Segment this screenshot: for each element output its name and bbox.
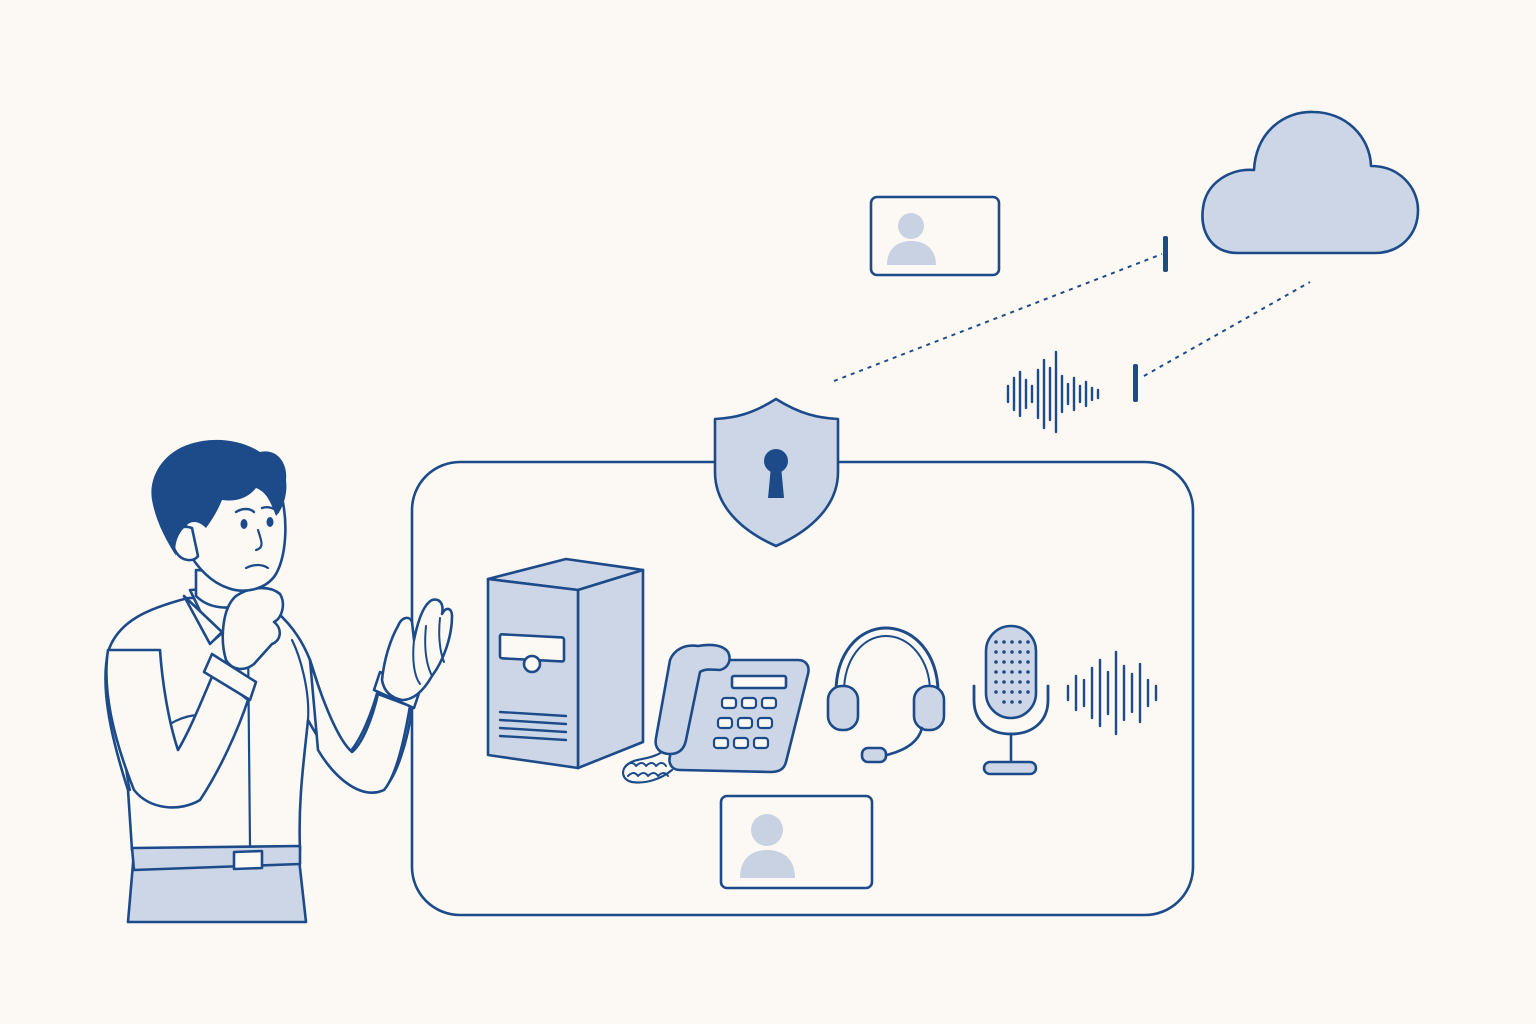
user-card-inside xyxy=(719,794,874,890)
user-avatar-icon xyxy=(887,213,936,265)
cloud-icon xyxy=(1201,110,1420,255)
person-thinking-illustration xyxy=(104,439,454,924)
link-endpoint-marker xyxy=(1133,364,1138,402)
microphone-icon xyxy=(972,624,1050,776)
user-card-outside xyxy=(869,195,1001,277)
server-icon xyxy=(486,557,645,770)
open-hand xyxy=(380,598,454,702)
dashed-link-line xyxy=(1143,281,1311,377)
sound-wave-icon xyxy=(1066,650,1158,736)
headset-icon xyxy=(826,626,946,764)
hand-on-chin xyxy=(221,586,285,671)
desk-phone-icon xyxy=(622,643,810,784)
sound-wave-icon xyxy=(1006,350,1100,434)
user-avatar-icon xyxy=(740,814,795,878)
link-endpoint-marker xyxy=(1163,236,1168,272)
shield-lock-icon xyxy=(713,397,840,548)
hair xyxy=(151,439,287,556)
